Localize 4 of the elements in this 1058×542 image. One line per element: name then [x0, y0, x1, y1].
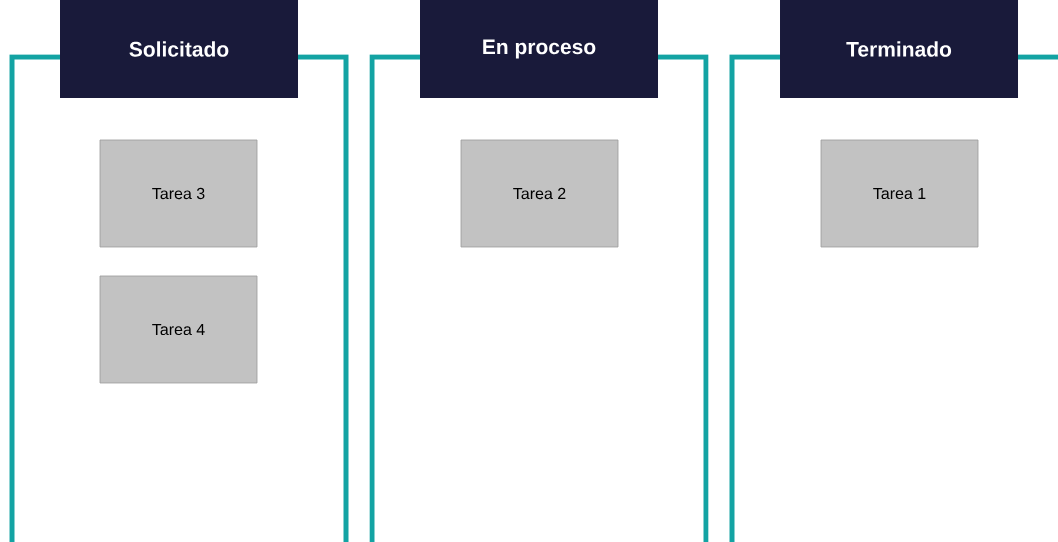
task-card: Tarea 1 — [820, 139, 979, 248]
task-card: Tarea 4 — [99, 275, 258, 384]
task-card: Tarea 3 — [99, 139, 258, 248]
task-card: Tarea 2 — [460, 139, 619, 248]
